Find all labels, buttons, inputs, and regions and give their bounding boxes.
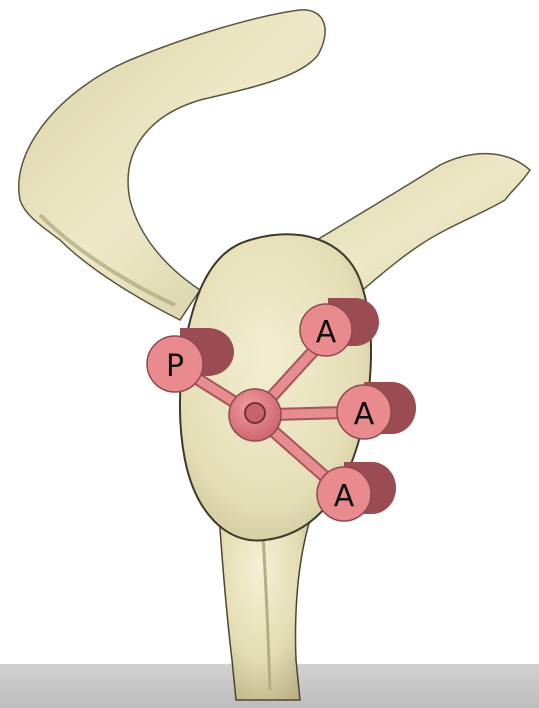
marker-anterior-middle: A bbox=[337, 382, 416, 439]
center-hub bbox=[229, 389, 281, 441]
marker-label: A bbox=[316, 315, 337, 350]
marker-label: P bbox=[166, 349, 184, 384]
marker-label: A bbox=[354, 397, 375, 432]
marker-label: A bbox=[334, 479, 355, 514]
marker-anterior-inferior: A bbox=[317, 462, 396, 521]
